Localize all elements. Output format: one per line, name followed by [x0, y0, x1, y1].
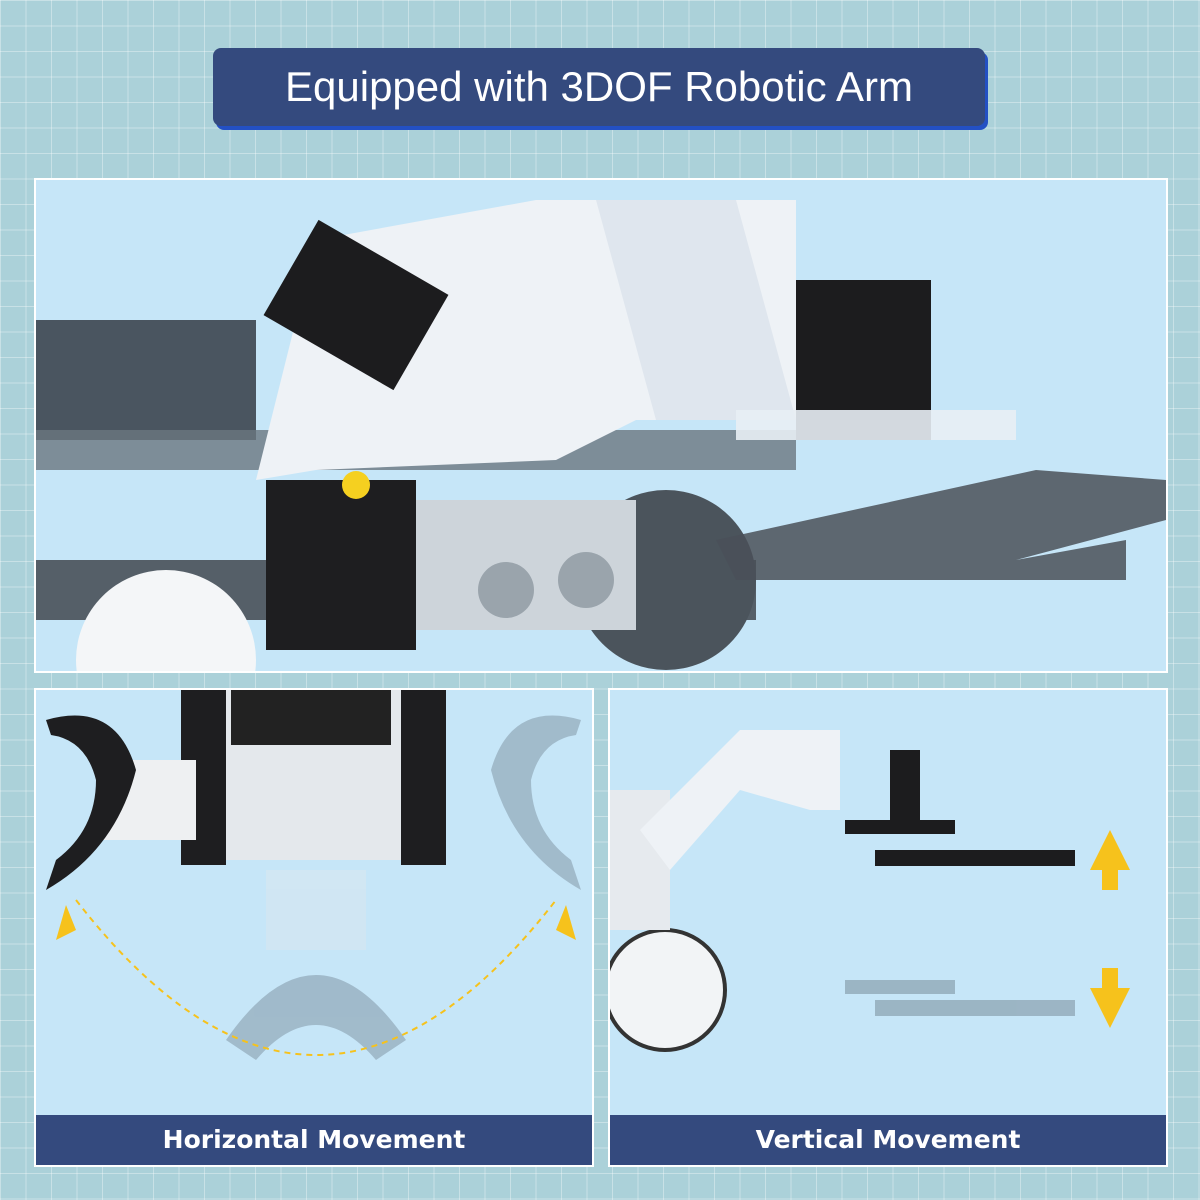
- arrow-up-icon: [1090, 830, 1130, 890]
- page-title: Equipped with 3DOF Robotic Arm: [213, 48, 985, 126]
- vertical-movement-panel: Vertical Movement: [608, 688, 1168, 1167]
- main-arm-image: [34, 178, 1168, 673]
- arc-path: [75, 899, 557, 1056]
- vertical-caption: Vertical Movement: [610, 1115, 1166, 1165]
- horizontal-caption: Horizontal Movement: [36, 1115, 592, 1165]
- arrow-left-icon: [56, 905, 76, 940]
- horizontal-illustration: [46, 690, 581, 1060]
- robot-arm-illustration: [36, 200, 1166, 671]
- vertical-illustration: [610, 730, 1130, 1052]
- arrow-right-icon: [556, 905, 576, 940]
- horizontal-movement-panel: Horizontal Movement: [34, 688, 594, 1167]
- arrow-down-icon: [1090, 968, 1130, 1028]
